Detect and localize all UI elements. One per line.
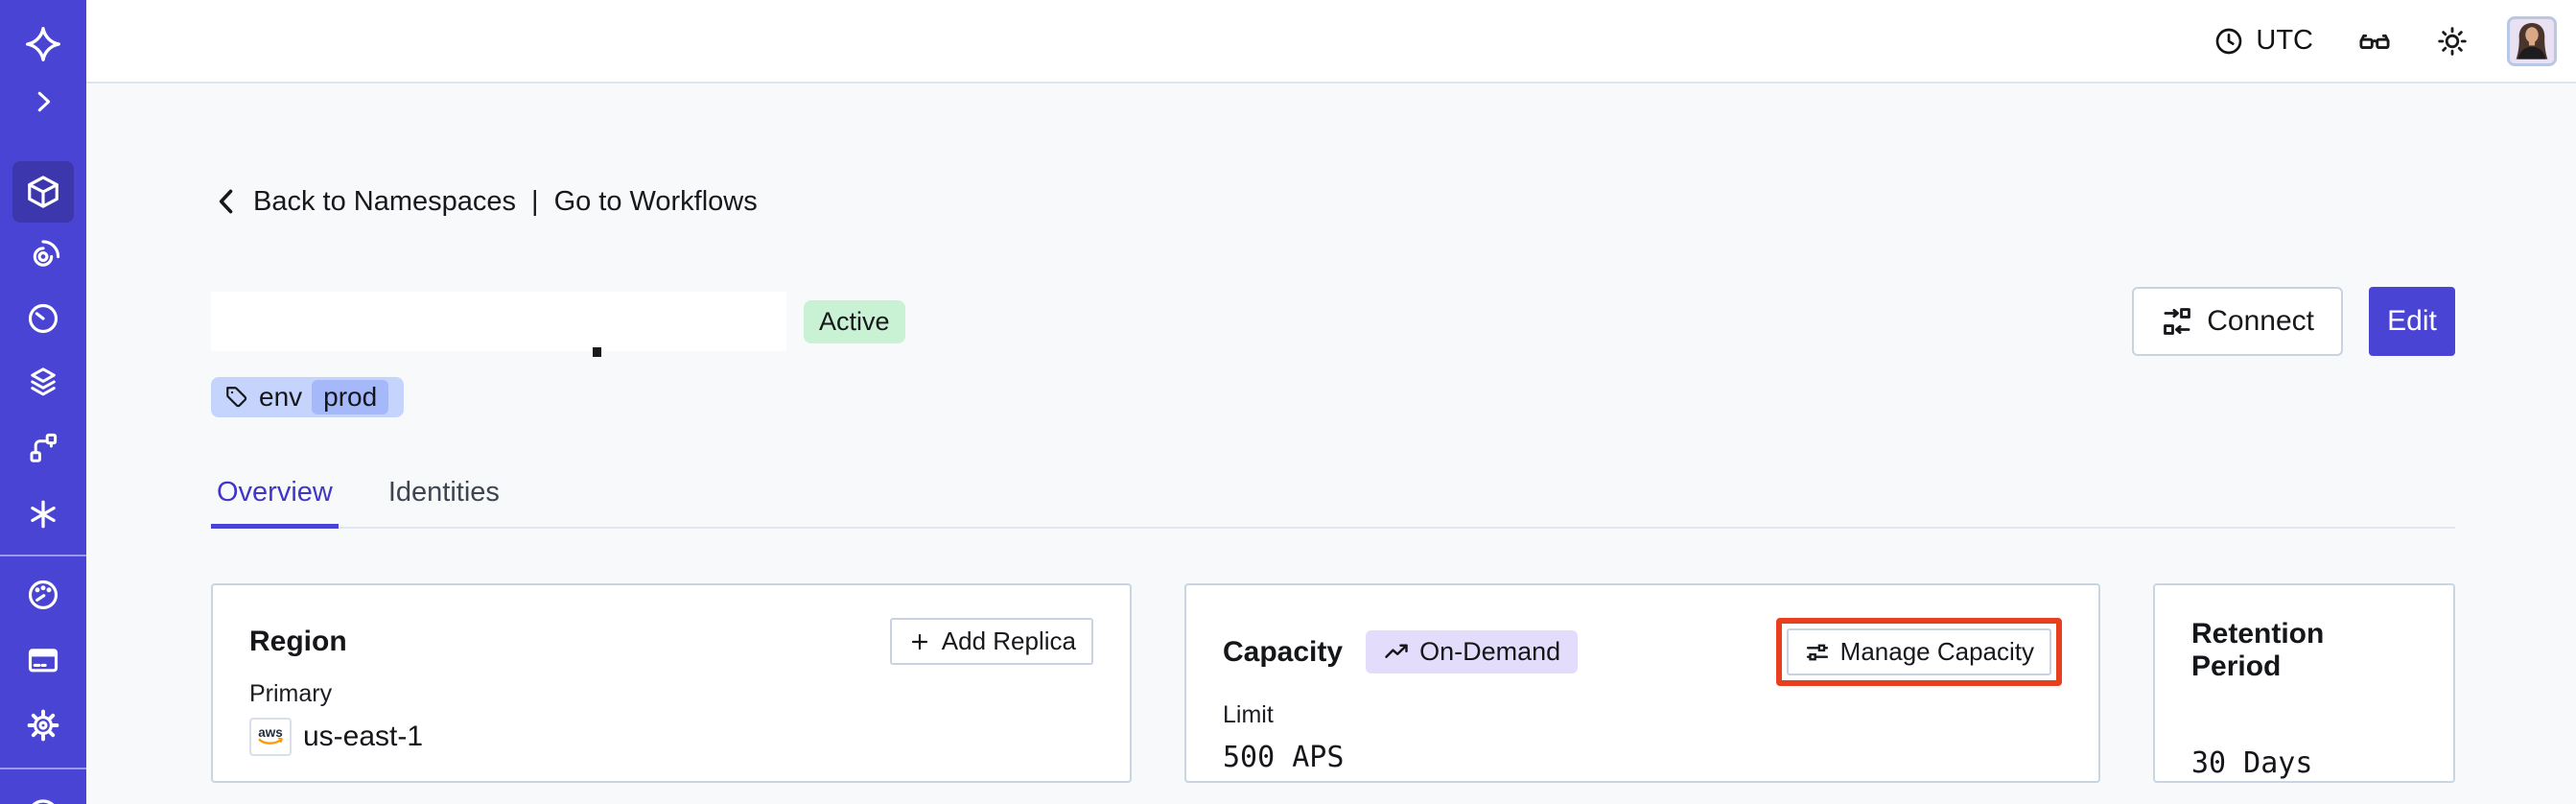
region-card-title: Region <box>249 625 347 657</box>
manage-capacity-button[interactable]: Manage Capacity <box>1786 628 2051 675</box>
main-content: Back to Namespaces | Go to Workflows Act… <box>86 85 2576 804</box>
timezone-label: UTC <box>2256 25 2313 56</box>
sidebar-item-deployments-layers-icon[interactable] <box>12 351 74 413</box>
redaction-artifact <box>593 347 601 357</box>
tag-row: env prod <box>211 377 2455 417</box>
namespace-header-row: Active Connect Edit <box>211 287 2455 357</box>
sliders-icon <box>1804 639 1831 666</box>
expand-sidebar-chevron-right-icon[interactable] <box>12 75 74 129</box>
sidebar-item-schedules-clock-icon[interactable] <box>12 288 74 349</box>
sidebar-item-settings-gear-icon[interactable] <box>12 695 74 756</box>
temporal-logo-icon[interactable] <box>12 13 74 75</box>
chevron-left-icon[interactable] <box>211 185 244 218</box>
ondemand-badge-label: On-Demand <box>1419 637 1561 666</box>
sidebar-divider <box>0 555 86 556</box>
sidebar-item-namespaces-cube-icon[interactable] <box>12 161 74 223</box>
retention-value: 30 Days <box>2191 746 2313 780</box>
add-replica-button[interactable]: Add Replica <box>889 618 1093 665</box>
retention-card-title: Retention Period <box>2191 618 2325 682</box>
region-field-label: Primary <box>249 680 333 707</box>
add-replica-label: Add Replica <box>941 627 1076 655</box>
aws-provider-icon: aws <box>249 718 292 756</box>
region-value: us-east-1 <box>303 721 424 752</box>
annotation-highlight-box: Manage Capacity <box>1775 618 2062 686</box>
sidebar-item-batch-operations-branch-icon[interactable] <box>12 417 74 479</box>
connect-button-label: Connect <box>2207 305 2314 337</box>
sidebar-item-workflows-spiral-icon[interactable] <box>12 225 74 286</box>
plus-icon <box>907 629 932 654</box>
go-to-workflows-link[interactable]: Go to Workflows <box>553 185 758 217</box>
tag-value-chip: prod <box>312 380 389 414</box>
connect-button[interactable]: Connect <box>2132 287 2343 356</box>
capacity-value: 500 APS <box>1223 741 1345 774</box>
capacity-card: Capacity On-Demand <box>1184 583 2100 783</box>
namespace-title-redacted <box>211 292 786 357</box>
ondemand-badge: On-Demand <box>1366 630 1579 674</box>
capacity-field-label: Limit <box>1223 701 1274 728</box>
manage-capacity-label: Manage Capacity <box>1839 637 2034 666</box>
capacity-card-title: Capacity <box>1223 635 1344 668</box>
sidebar-item-billing-card-icon[interactable] <box>12 629 74 691</box>
back-to-namespaces-link[interactable]: Back to Namespaces <box>253 185 517 217</box>
timezone-selector[interactable]: UTC <box>2213 25 2313 57</box>
connect-flow-icon <box>2161 305 2193 338</box>
edit-button[interactable]: Edit <box>2369 287 2455 356</box>
topbar: UTC <box>86 0 2576 83</box>
theme-sun-icon[interactable] <box>2436 25 2469 58</box>
trending-up-icon <box>1383 639 1410 666</box>
aws-logo-text: aws <box>258 725 283 740</box>
sidebar-divider <box>0 768 86 769</box>
edit-button-label: Edit <box>2387 305 2437 337</box>
retention-card: Retention Period 30 Days <box>2153 583 2455 783</box>
tabs: Overview Identities <box>211 477 2455 529</box>
tag-key: env <box>259 382 303 412</box>
region-card: Region Add Replica Primary aws <box>211 583 1132 783</box>
sidebar-item-account-circle-icon[interactable] <box>12 785 74 804</box>
sidebar-item-nexus-asterisk-icon[interactable] <box>12 484 74 545</box>
breadcrumb-separator: | <box>531 185 539 217</box>
tab-identities[interactable]: Identities <box>387 477 500 508</box>
tab-overview[interactable]: Overview <box>211 477 339 529</box>
clock-icon <box>2213 26 2244 57</box>
tag-icon <box>224 385 249 410</box>
status-badge: Active <box>804 299 905 343</box>
overview-cards: Region Add Replica Primary aws <box>211 583 2455 783</box>
user-avatar[interactable] <box>2507 15 2557 66</box>
sidebar-item-usage-gauge-icon[interactable] <box>12 564 74 626</box>
breadcrumb: Back to Namespaces | Go to Workflows <box>211 185 2455 218</box>
glasses-icon[interactable] <box>2357 24 2392 59</box>
sidebar <box>0 0 86 804</box>
namespace-tag: env prod <box>211 377 405 417</box>
